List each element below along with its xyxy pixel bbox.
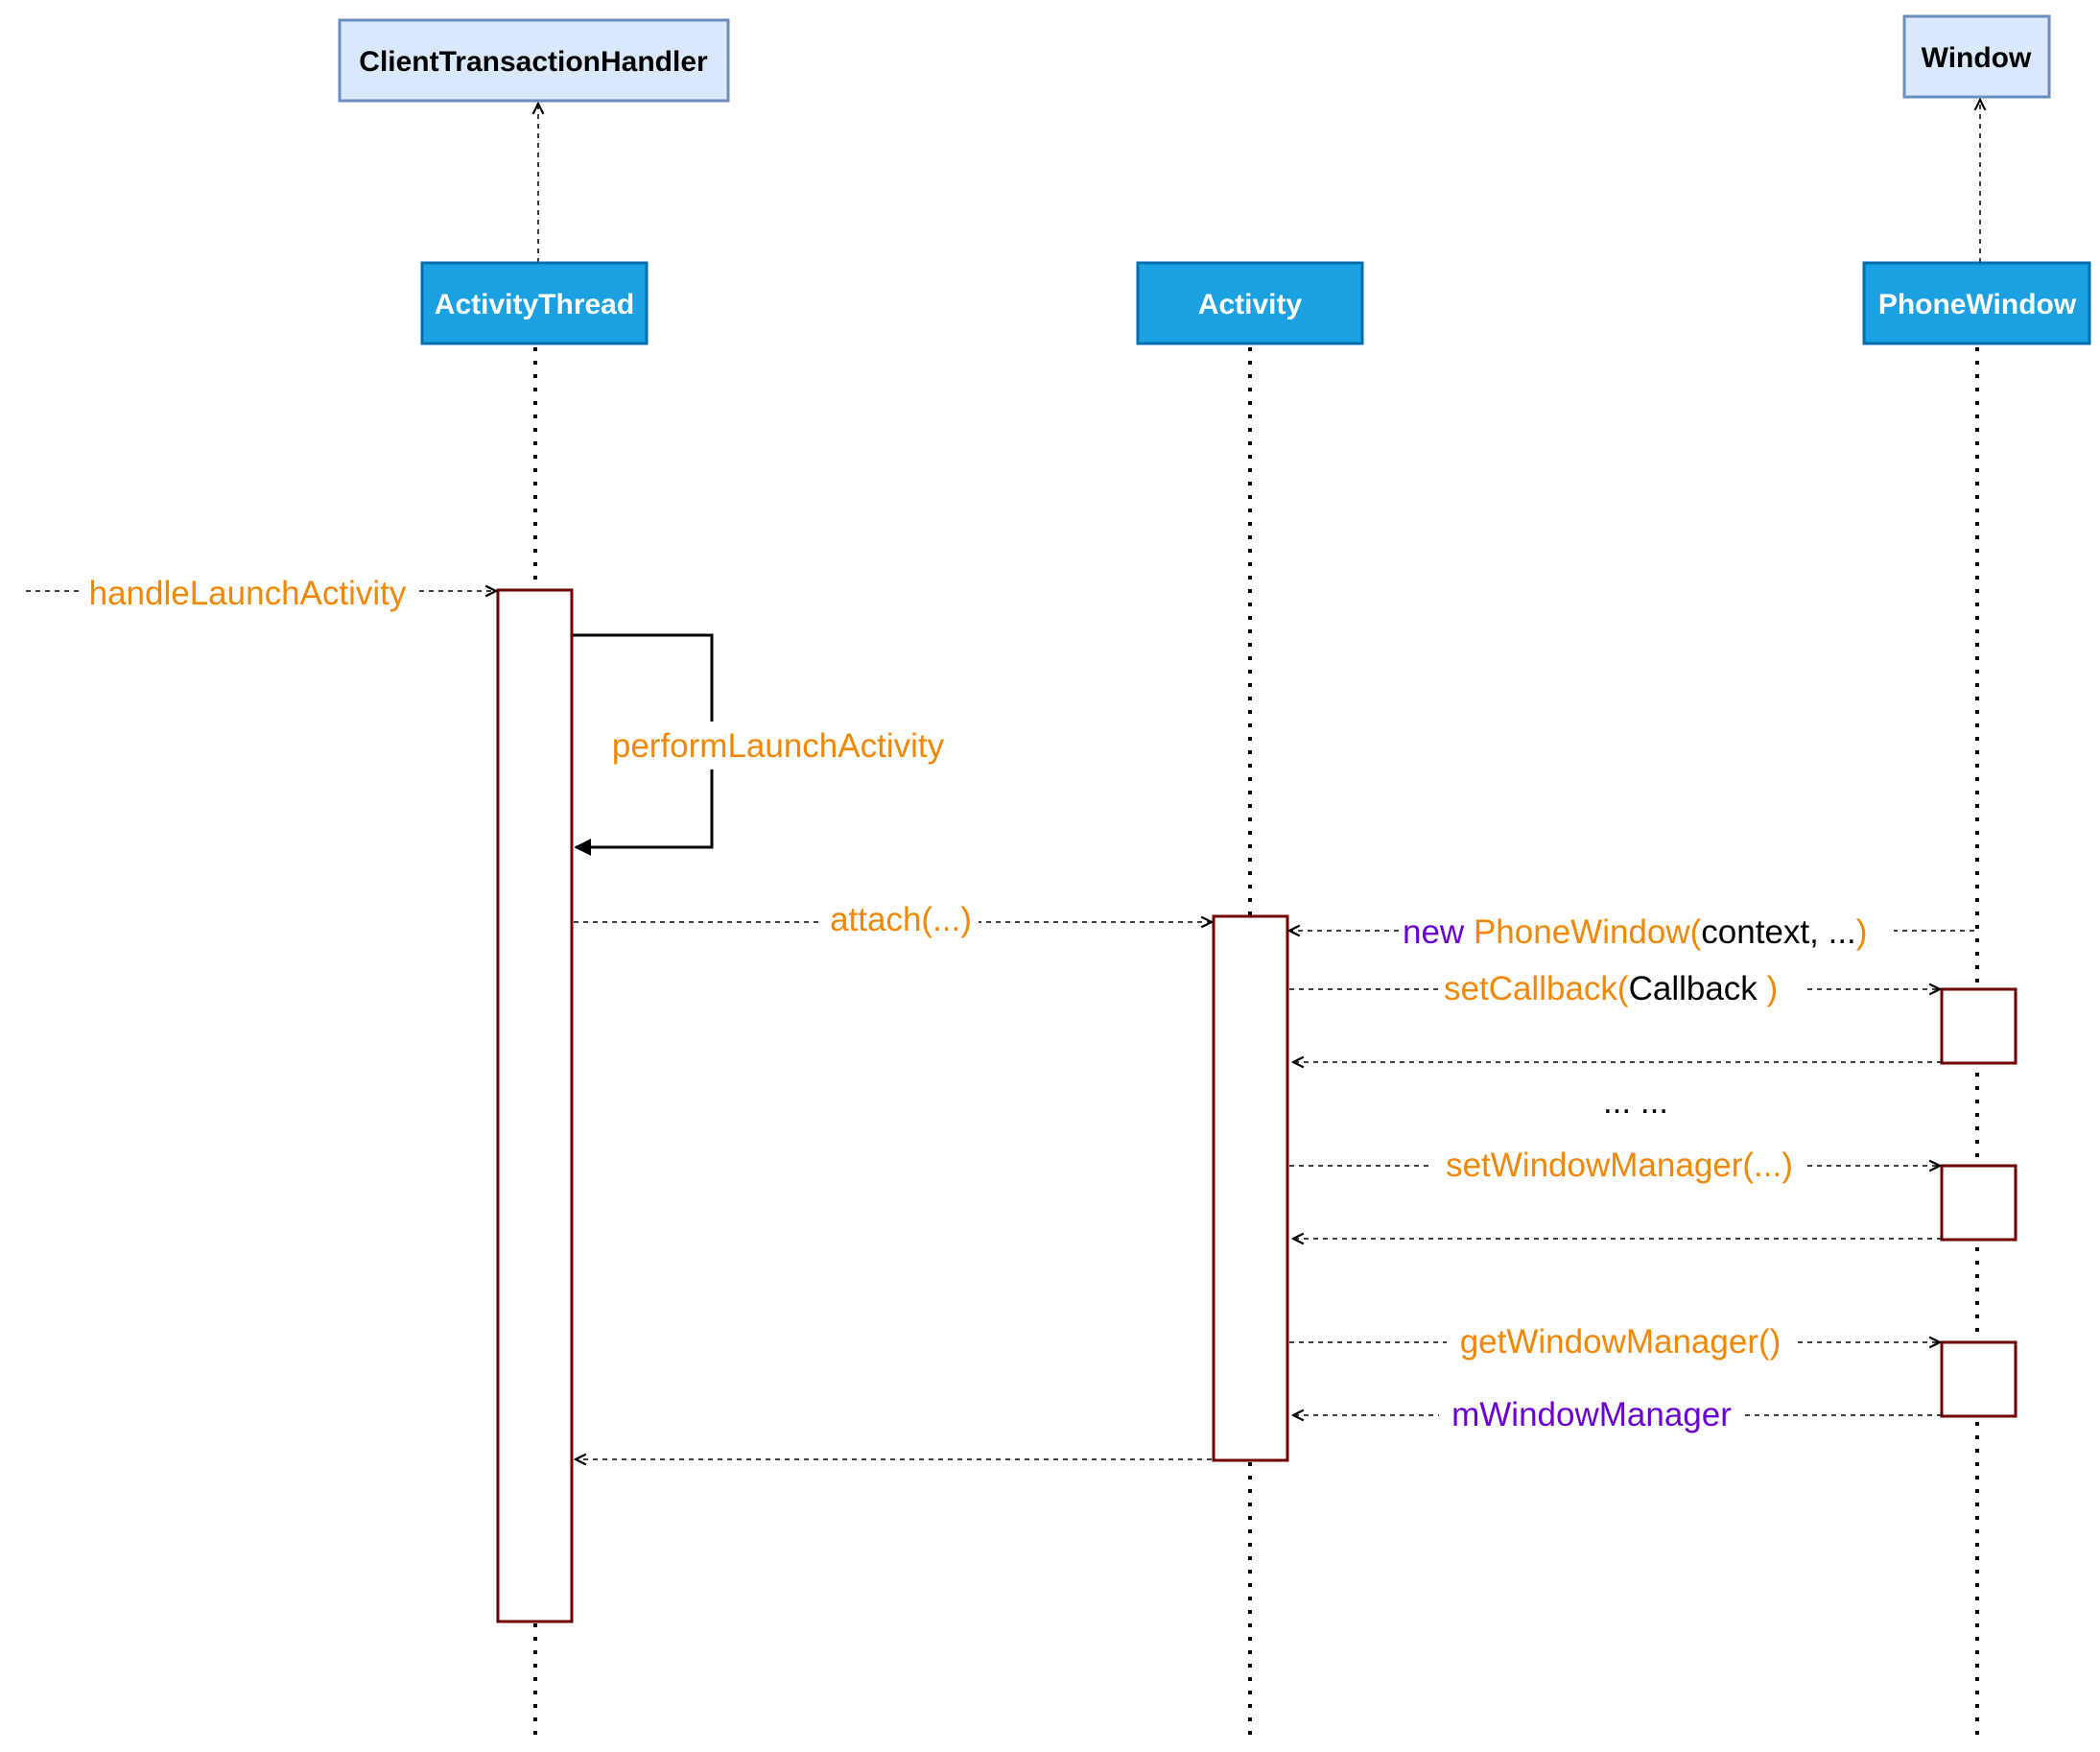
set-callback-close: ) [1758,970,1778,1007]
phone-window-activation-3 [1940,1340,2017,1418]
attach-label: attach(...) [830,901,972,938]
client-transaction-handler-box: ClientTransactionHandler [338,18,730,103]
phone-window-label: PhoneWindow [1878,289,2077,320]
activity-header: Activity [1136,261,1364,345]
activity-thread-header: ActivityThread [420,261,649,345]
set-window-manager-label: setWindowManager(...) [1446,1147,1793,1184]
get-window-manager-label: getWindowManager() [1460,1323,1781,1361]
perform-launch-label: performLaunchActivity [612,727,945,765]
new-keyword: new [1403,913,1465,951]
activity-activation [1212,914,1289,1462]
client-transaction-handler-label: ClientTransactionHandler [359,46,708,78]
ellipsis-label: ... ... [1603,1083,1668,1121]
set-callback-arg: Callback [1629,970,1758,1007]
new-phone-window-call: PhoneWindow( [1474,913,1702,951]
activity-thread-label: ActivityThread [435,289,634,320]
phone-window-activation-1 [1940,987,2017,1065]
phone-window-activation-2 [1940,1164,2017,1242]
window-box: Window [1902,14,2051,99]
m-window-manager-label: mWindowManager [1451,1396,1732,1433]
phone-window-header: PhoneWindow [1862,261,2091,345]
new-phone-window-args: context, ... [1701,913,1855,951]
new-phone-window-close: ) [1856,913,1868,951]
activity-thread-activation [496,588,574,1623]
new-phone-window-label: new PhoneWindow(context, ...) [1403,913,1867,951]
handle-launch-label: handleLaunchActivity [89,575,407,612]
activity-label: Activity [1198,289,1303,320]
set-callback-label: setCallback(Callback ) [1444,970,1778,1007]
window-label: Window [1922,42,2032,74]
set-callback-call: setCallback( [1444,970,1629,1007]
